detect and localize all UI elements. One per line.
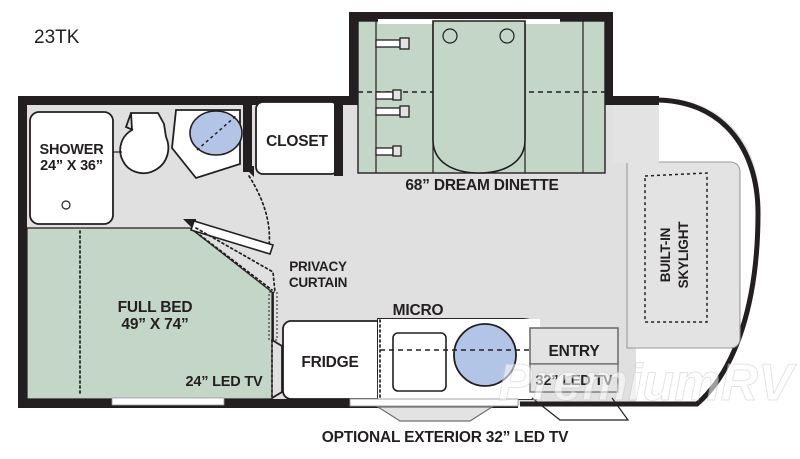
floorplan-model-title: 23TK xyxy=(34,27,80,48)
bedroom-led-tv: 24” LED TV xyxy=(186,339,283,400)
bathroom-door-swing xyxy=(243,166,271,253)
exterior-walls xyxy=(18,12,761,408)
entry-label: ENTRY xyxy=(549,343,601,360)
bed-label-line2: 49” X 74” xyxy=(121,316,188,333)
shower-drain-icon xyxy=(61,200,71,210)
dinette-label: 68” DREAM DINETTE xyxy=(405,177,558,194)
shower-label-line1: SHOWER xyxy=(39,142,104,158)
bed-label-line1: FULL BED xyxy=(118,299,193,316)
svg-text:PremiumRV: PremiumRV xyxy=(498,354,797,412)
privacy-curtain-label-line1: PRIVACY xyxy=(289,259,347,274)
room-shower: SHOWER 24” X 36” xyxy=(29,111,114,225)
cupholder-icon-right xyxy=(499,28,515,44)
bed-window-sill xyxy=(111,397,225,406)
premiumrv-watermark: PremiumRV xyxy=(498,354,798,413)
entry-door: ENTRY 32” LED TV xyxy=(529,327,630,421)
privacy-curtain: PRIVACY CURTAIN xyxy=(195,231,347,341)
privacy-curtain-label-line2: CURTAIN xyxy=(289,275,347,290)
skylight-outline xyxy=(644,172,708,323)
shower-label-line2: 24” X 36” xyxy=(40,158,103,174)
entry-tv-label: 32” LED TV xyxy=(536,373,613,389)
exterior-tv-caption: OPTIONAL EXTERIOR 32” LED TV xyxy=(322,429,569,446)
closet-side-wall xyxy=(334,100,343,176)
room-dinette: 68” DREAM DINETTE xyxy=(357,19,606,194)
cupholder-icon-left xyxy=(442,28,458,44)
skylight-label-line1: BUILT-IN xyxy=(658,228,673,282)
appliance-fridge: FRIDGE xyxy=(282,320,388,400)
oven-door-icon xyxy=(392,332,447,392)
closet-label: CLOSET xyxy=(266,133,328,150)
room-bed: FULL BED 49” X 74” xyxy=(26,227,273,406)
bathroom-partition-wall xyxy=(243,100,252,172)
cab-wall-stub xyxy=(613,105,659,163)
dinette-table xyxy=(432,20,526,174)
bathroom-fixtures xyxy=(113,109,243,180)
galley-sink-icon xyxy=(453,323,517,387)
room-closet: CLOSET xyxy=(255,101,339,175)
entry-tv-box xyxy=(529,363,619,393)
bedroom-tv-label: 24” LED TV xyxy=(186,374,263,390)
galley-counter: MICRO xyxy=(377,302,541,400)
skylight-label-line2: SKYLIGHT xyxy=(676,221,691,289)
micro-label: MICRO xyxy=(393,302,444,319)
exterior-led-tv xyxy=(349,398,519,422)
bedroom-door xyxy=(183,219,276,293)
seatbelt-icons xyxy=(375,37,410,157)
fridge-label: FRIDGE xyxy=(301,354,358,371)
built-in-skylight: BUILT-IN SKYLIGHT xyxy=(626,161,741,349)
